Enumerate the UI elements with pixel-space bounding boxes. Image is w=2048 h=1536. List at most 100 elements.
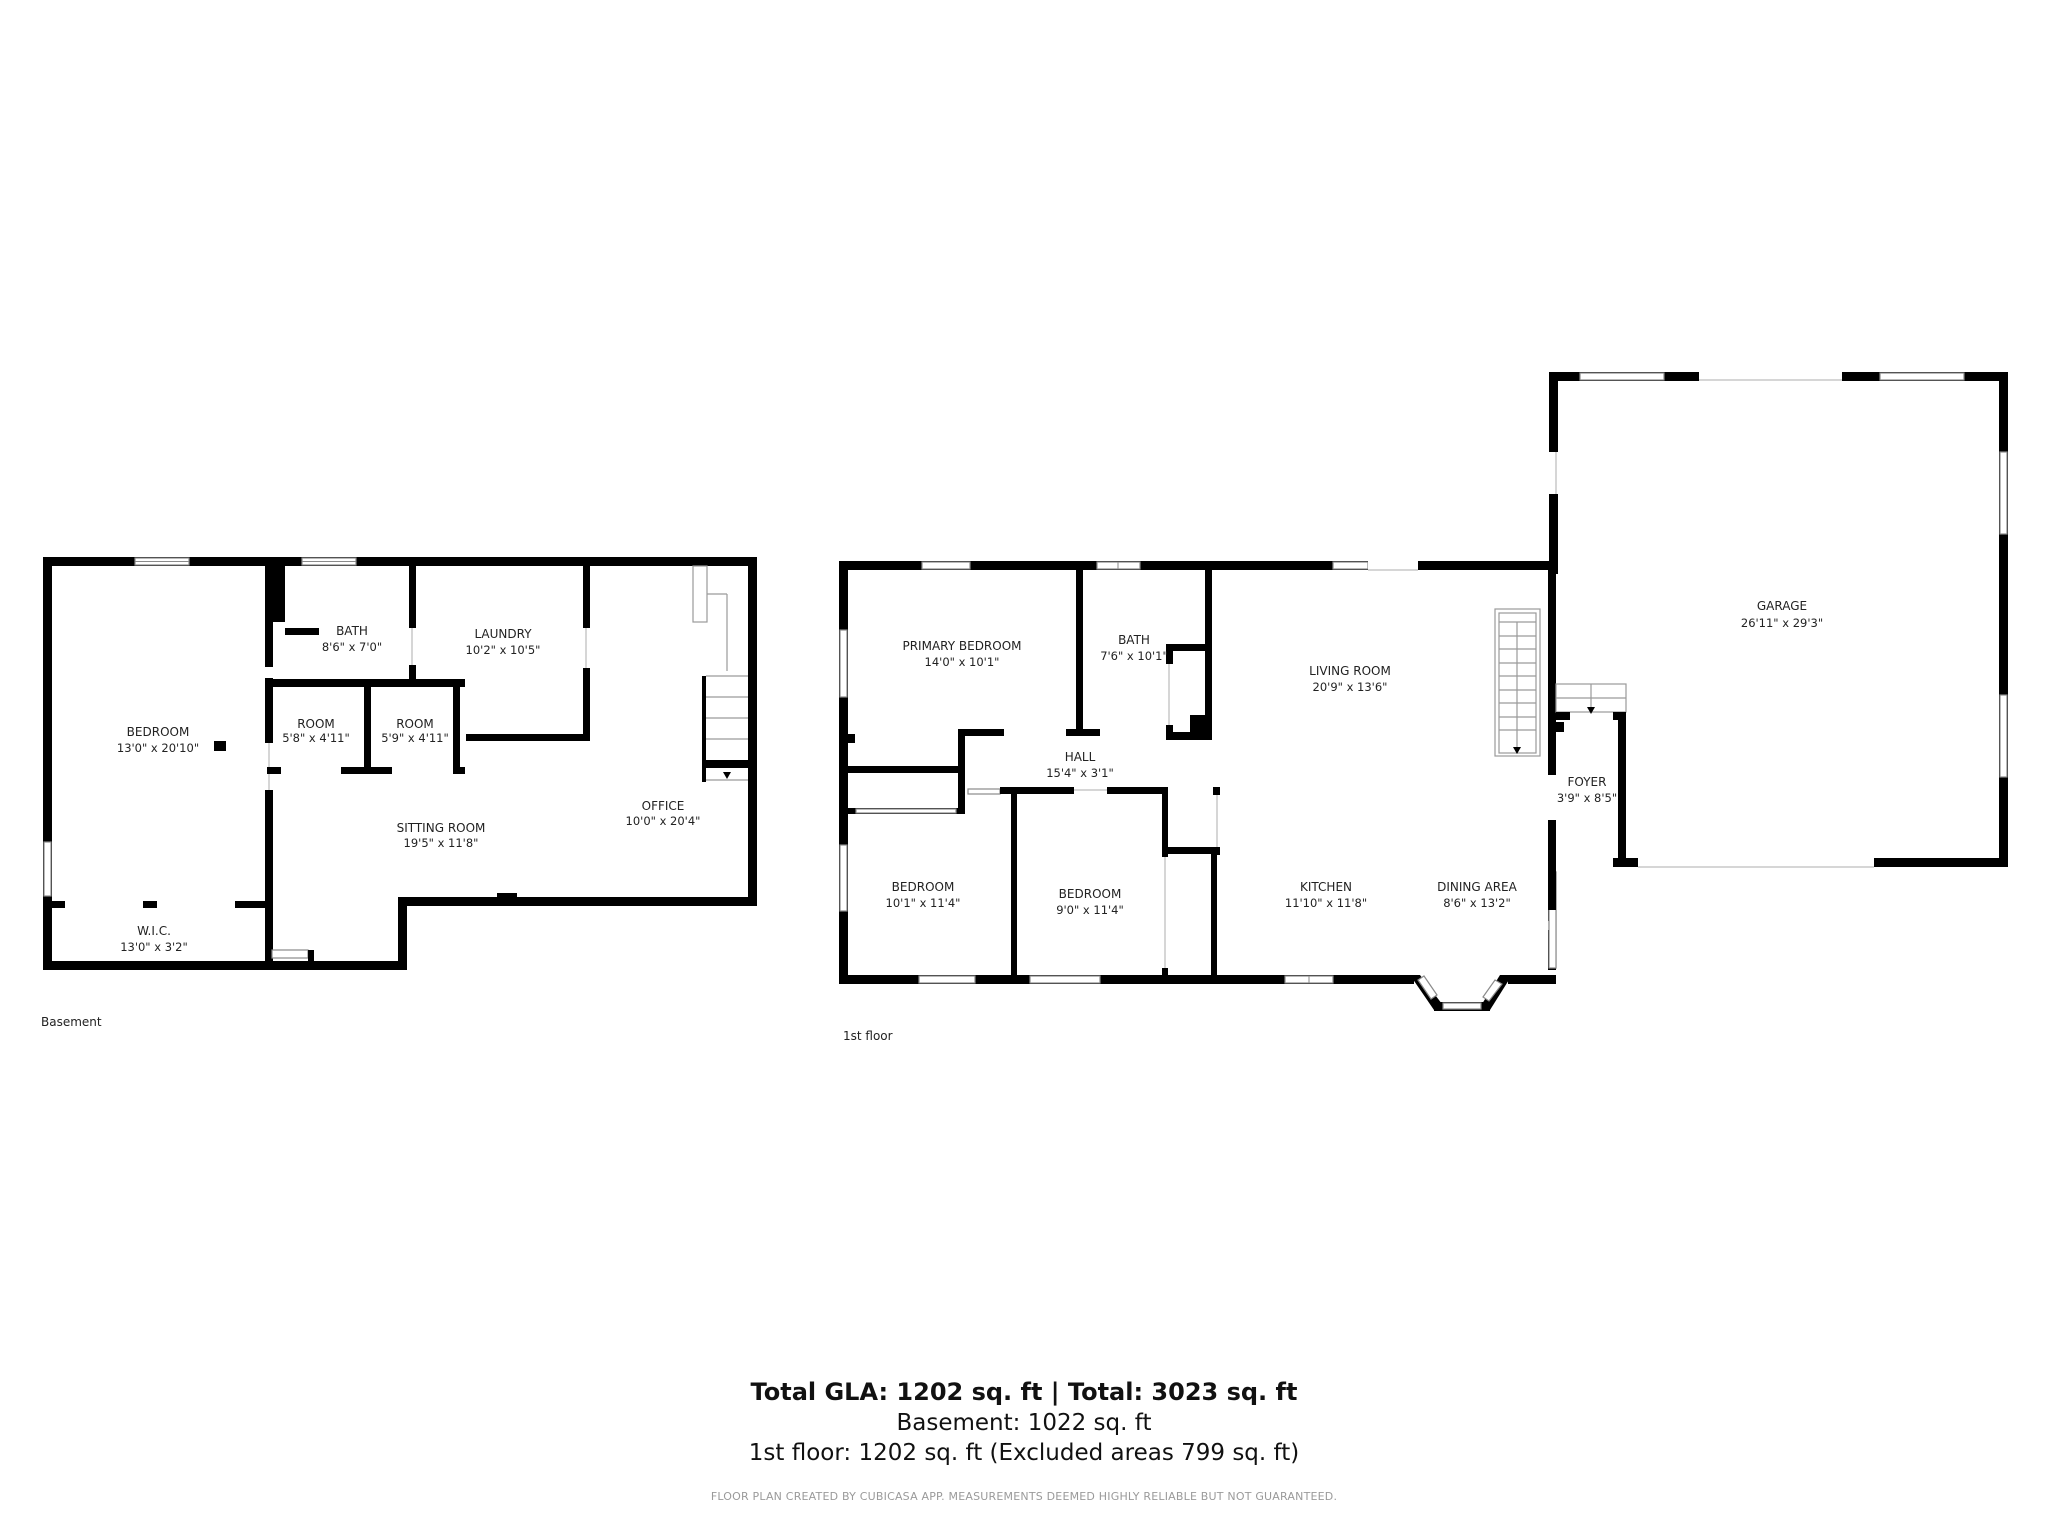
- room-name: ROOM: [396, 717, 434, 731]
- wall: [265, 678, 273, 743]
- garage: [1549, 372, 2008, 868]
- bay-window: [1410, 975, 1512, 1011]
- stair-arrow-icon: [1513, 747, 1521, 754]
- room-name: FOYER: [1568, 775, 1607, 789]
- wall: [453, 683, 460, 773]
- wall: [1166, 644, 1173, 664]
- first-wall-left: [839, 561, 848, 984]
- room-dimensions: 8'6" x 13'2": [1443, 896, 1511, 910]
- wall: [1211, 851, 1217, 980]
- column: [214, 741, 226, 751]
- wall: [958, 729, 1004, 736]
- wall: [265, 790, 273, 970]
- window: [1879, 372, 1965, 381]
- basement-wall-top: [43, 557, 757, 566]
- wall: [50, 901, 65, 908]
- wall: [453, 767, 465, 774]
- basement-area: Basement: 1022 sq. ft: [896, 1410, 1152, 1436]
- foyer: [1548, 683, 1638, 910]
- room-name: ROOM: [297, 717, 335, 731]
- basement-wall-left: [43, 557, 52, 970]
- room-name: BEDROOM: [892, 880, 955, 894]
- wall: [364, 683, 371, 773]
- room-name: OFFICE: [642, 799, 685, 813]
- wall: [1011, 787, 1017, 980]
- room-name: PRIMARY BEDROOM: [902, 639, 1021, 653]
- wall: [1205, 566, 1212, 740]
- stair-arrow-icon: [723, 772, 731, 779]
- window: [918, 975, 976, 984]
- disclaimer: FLOOR PLAN CREATED BY CUBICASA APP. MEAS…: [710, 1490, 1338, 1503]
- first-floor-area: 1st floor: 1202 sq. ft (Excluded areas 7…: [748, 1440, 1300, 1466]
- wall: [466, 734, 590, 741]
- closet-door: [855, 808, 957, 814]
- wall: [1107, 787, 1165, 794]
- wall: [1166, 725, 1173, 735]
- total-area-summary: Total GLA: 1202 sq. ft | Total: 3023 sq.…: [750, 1378, 1298, 1406]
- wall: [1618, 712, 1626, 867]
- wall: [341, 767, 392, 774]
- room-dimensions: 9'0" x 11'4": [1056, 903, 1124, 917]
- wall: [1076, 566, 1083, 733]
- room-name: BATH: [336, 624, 368, 638]
- window: [43, 841, 52, 897]
- room-dimensions: 8'6" x 7'0": [322, 640, 382, 654]
- room-dimensions: 13'0" x 3'2": [120, 940, 188, 954]
- wall: [583, 668, 590, 741]
- wall: [267, 767, 281, 774]
- first-wall-bottom-right: [1508, 975, 1556, 984]
- window: [921, 561, 971, 570]
- window: [271, 949, 309, 959]
- wall: [308, 950, 314, 970]
- room-dimensions: 3'9" x 8'5": [1557, 791, 1617, 805]
- room-name: HALL: [1065, 750, 1096, 764]
- wall: [285, 628, 319, 635]
- room-dimensions: 20'9" x 13'6": [1313, 680, 1388, 694]
- basement-plan: BEDROOM 13'0" x 20'10" BATH 8'6" x 7'0" …: [41, 557, 757, 1029]
- room-dimensions: 11'10" x 11'8": [1285, 896, 1367, 910]
- door: [967, 788, 1001, 795]
- wall: [1066, 729, 1100, 736]
- room-name: BATH: [1118, 633, 1150, 647]
- wall: [1162, 847, 1220, 854]
- stair-arrow-icon: [1587, 707, 1595, 714]
- room-name: BEDROOM: [127, 725, 190, 739]
- window: [1029, 975, 1101, 984]
- window: [1579, 372, 1665, 381]
- room-dimensions: 5'8" x 4'11": [282, 731, 350, 745]
- basement-wall-right: [748, 557, 757, 906]
- wall: [1000, 787, 1074, 794]
- wall: [1162, 787, 1168, 857]
- room-name: LIVING ROOM: [1309, 664, 1391, 678]
- window: [1332, 561, 1369, 570]
- room-name: DINING AREA: [1437, 880, 1518, 894]
- room-dimensions: 7'6" x 10'1": [1100, 649, 1168, 663]
- window: [839, 844, 848, 912]
- first-wall-top: [839, 561, 1554, 570]
- room-dimensions: 13'0" x 20'10": [117, 741, 199, 755]
- column: [1190, 715, 1212, 737]
- wall: [848, 766, 963, 773]
- room-name: W.I.C.: [137, 924, 171, 938]
- room-dimensions: 15'4" x 3'1": [1046, 766, 1114, 780]
- wall: [409, 562, 416, 628]
- wall: [583, 562, 590, 628]
- basement-wall-office-bottom: [398, 897, 757, 906]
- room-dimensions: 5'9" x 4'11": [381, 731, 449, 745]
- room-name: GARAGE: [1757, 599, 1807, 613]
- wall: [143, 901, 157, 908]
- stair-rail: [702, 676, 706, 752]
- basement-wall-step: [398, 897, 407, 970]
- room-dimensions: 10'2" x 10'5": [466, 643, 541, 657]
- basement-stairs: [692, 565, 757, 782]
- window: [1999, 451, 2008, 535]
- room-name: LAUNDRY: [474, 627, 532, 641]
- first-floor-plan: PRIMARY BEDROOM 14'0" x 10'1" BATH 7'6" …: [839, 372, 2008, 1043]
- wall: [1166, 644, 1208, 651]
- column: [497, 893, 517, 901]
- room-name: SITTING ROOM: [397, 821, 486, 835]
- room-dimensions: 26'11" x 29'3": [1741, 616, 1823, 630]
- first-wall-right: [1548, 561, 1556, 921]
- room-dimensions: 14'0" x 10'1": [925, 655, 1000, 669]
